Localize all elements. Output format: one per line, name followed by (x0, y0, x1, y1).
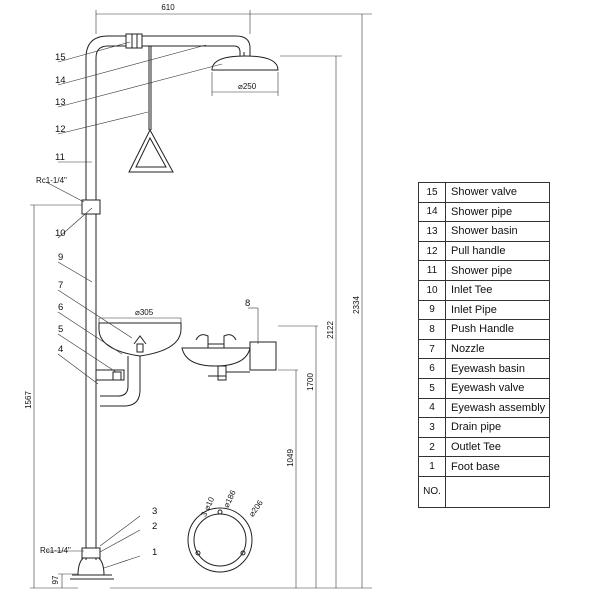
legend-part-name: Shower valve (445, 182, 550, 203)
thread-lower-label: Rc1-1/4" (40, 546, 71, 555)
legend-part-name: Shower basin (445, 221, 550, 242)
callout-4: 4 (58, 344, 63, 355)
legend-part-name: Shower pipe (445, 260, 550, 281)
legend-part-name: Drain pipe (445, 417, 550, 438)
callout-6: 6 (58, 302, 63, 313)
legend-part-number: 11 (418, 260, 446, 281)
thread-upper-label: Rc1-1/4" (36, 176, 67, 185)
callout-10: 10 (55, 228, 66, 239)
legend-part-number: 1 (418, 456, 446, 477)
legend-part-number: 7 (418, 338, 446, 360)
foot-base (70, 547, 114, 580)
base-plan-view (187, 507, 253, 573)
dim-height-total: 2334 (352, 296, 361, 314)
legend-part-number: 9 (418, 299, 446, 321)
legend-header-row: NO. (418, 475, 550, 508)
dim-shower-diameter: ⌀250 (238, 82, 257, 91)
callout-5: 5 (58, 324, 63, 335)
legend-part-number: 14 (418, 201, 446, 223)
callout-8: 8 (245, 298, 250, 309)
legend-part-number: 6 (418, 358, 446, 379)
legend-part-number: 15 (418, 182, 446, 203)
legend-part-number: 10 (418, 279, 446, 301)
callout-11: 11 (55, 152, 65, 163)
dim-height-base: 97 (51, 575, 60, 584)
dim-base-diameter: ⌀206 (247, 498, 265, 518)
legend-part-name: Inlet Tee (445, 279, 550, 301)
legend-part-name: Outlet Tee (445, 436, 550, 458)
legend-part-name: Eyewash assembly (445, 397, 550, 419)
dim-height-inlet: 1567 (24, 391, 33, 409)
legend-empty-cell (445, 475, 550, 508)
callout-14: 14 (55, 75, 66, 86)
legend-part-number: 2 (418, 436, 446, 458)
eyewash-basin-side (181, 334, 277, 381)
legend-part-name: Nozzle (445, 338, 550, 360)
dim-height-shower: 2122 (326, 321, 335, 339)
shower-pipe (85, 33, 251, 59)
dim-height-outlet: 1049 (286, 449, 295, 467)
dim-bowl-diameter: ⌀305 (135, 308, 154, 317)
callout-15: 15 (55, 52, 66, 63)
callout-3: 3 (152, 506, 157, 517)
pull-handle (128, 46, 174, 173)
callout-12: 12 (55, 124, 66, 135)
dim-height-bowl: 1700 (306, 373, 315, 391)
callout-9: 9 (58, 252, 63, 263)
legend-part-name: Foot base (445, 456, 550, 477)
callout-2: 2 (152, 521, 157, 532)
callout-13: 13 (55, 97, 66, 108)
dim-base-pcd: ⌀186 (222, 488, 238, 509)
shower-basin (211, 55, 279, 71)
dim-top-width: 610 (161, 3, 175, 12)
legend-part-number: 13 (418, 221, 446, 242)
callout-7: 7 (58, 280, 63, 291)
callout-1: 1 (152, 547, 157, 558)
legend-part-name: Shower pipe (445, 201, 550, 223)
legend-part-name: Eyewash basin (445, 358, 550, 379)
legend-part-number: 4 (418, 397, 446, 419)
inlet-tee (81, 199, 101, 215)
legend-part-name: Eyewash valve (445, 377, 550, 399)
legend-part-name: Push Handle (445, 319, 550, 340)
legend-part-number: 8 (418, 319, 446, 340)
legend-part-number: 5 (418, 377, 446, 399)
eyewash-valve (95, 356, 141, 407)
main-vertical-pipe (85, 58, 97, 560)
legend-part-name: Pull handle (445, 240, 550, 262)
legend-part-number: 3 (418, 417, 446, 438)
eyewash-basin-front (98, 322, 182, 357)
legend-number-heading: NO. (418, 475, 446, 508)
legend-part-name: Inlet Pipe (445, 299, 550, 321)
legend-part-number: 12 (418, 240, 446, 262)
